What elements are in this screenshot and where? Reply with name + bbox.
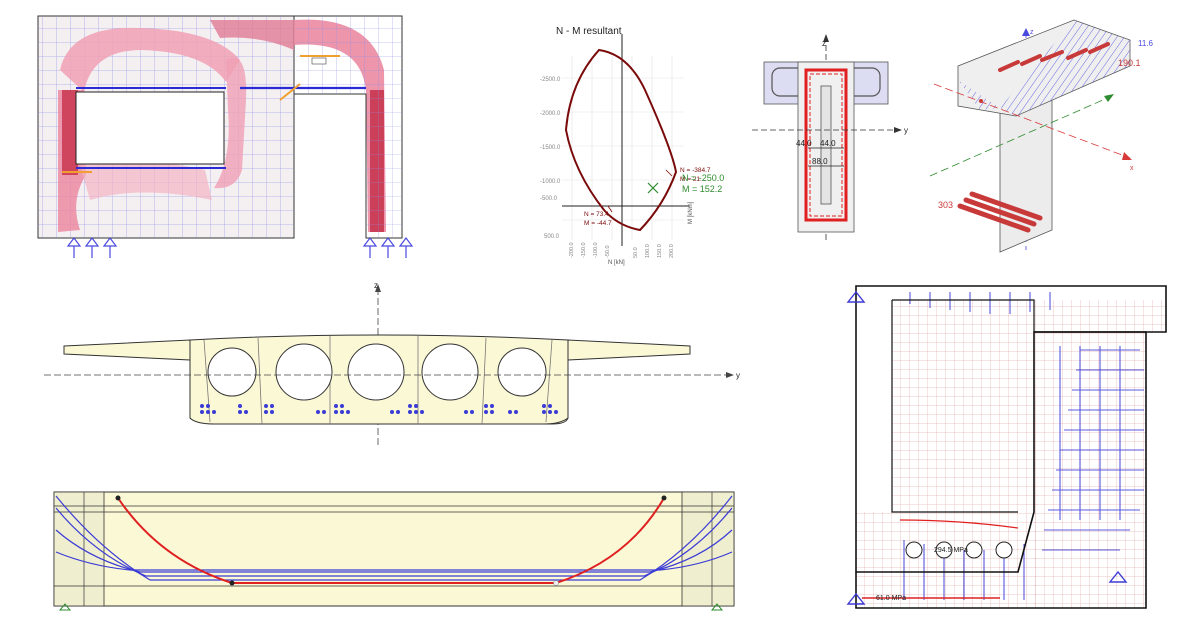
top-rebars (998, 42, 1110, 72)
support-triangle-icon (846, 290, 1128, 605)
design-m-label: M = 152.2 (682, 184, 722, 194)
x-tick: 150.0 (657, 244, 663, 258)
x-tick: 50.0 (633, 247, 639, 258)
beam-elevation-panel (53, 491, 735, 611)
z-axis-label: z (822, 39, 826, 48)
deck-z-label: z (374, 281, 378, 290)
bottom-rebars (957, 191, 1043, 233)
design-n-label: N = -250.0 (682, 173, 724, 183)
y-tick: -2500.0 (540, 77, 561, 83)
stress-bursts (903, 292, 1144, 600)
axis-arrow-icon (894, 127, 902, 133)
z-3d-label: z (1030, 29, 1034, 36)
stress-label-a: 294.5 MPa (934, 547, 968, 554)
beam-outline (53, 491, 735, 607)
prestress-strands (200, 404, 558, 414)
axis-arrow-icon (1022, 28, 1030, 36)
x-tick: 100.0 (645, 244, 651, 258)
lower-n-label: N = 73.4 (584, 211, 609, 218)
x-tick: -50.0 (605, 245, 611, 258)
y-axis-label: y (904, 126, 908, 135)
girder-3d-panel: z x 11.6 190.1 303 (929, 19, 1154, 253)
deck-section-panel: z y (44, 281, 740, 446)
axis-arrow-icon (726, 372, 734, 378)
n-axis-label: N [kN] (608, 260, 625, 266)
cross-section-panel: z y 44.0 44.0 88.0 (752, 34, 908, 240)
value-top: 11.6 (1138, 39, 1154, 48)
corner-outline-top (855, 285, 1167, 573)
load-point-icon (647, 182, 659, 194)
deep-beam-stress-panel (37, 15, 414, 258)
upper-m-label: M = 21... (680, 176, 706, 183)
stress-label-b: 61.0 MPa (876, 595, 906, 602)
nm-title: N - M resultant (556, 26, 622, 37)
nm-interaction-diagram: N - M resultant -2500.0 -2000.0 -1500.0 … (540, 26, 724, 266)
upper-n-label: N = -384.7 (680, 167, 711, 174)
m-axis-label: M [kNm] (688, 201, 694, 224)
void (421, 343, 479, 401)
support-triangle-icon (58, 603, 724, 611)
blue-tendons (55, 495, 733, 581)
void (497, 347, 547, 397)
deck-y-label: y (736, 371, 740, 380)
axis-arrow-icon (375, 284, 381, 292)
y-tick: 500.0 (544, 234, 560, 240)
dim-left: 44.0 (796, 139, 812, 148)
lower-m-label: M = -44.7 (584, 220, 612, 227)
support-triangle-icon (66, 237, 414, 258)
x-tick: -150.0 (581, 242, 587, 258)
void (347, 343, 405, 401)
void (207, 347, 257, 397)
dim-right: 44.0 (820, 139, 836, 148)
void (275, 343, 333, 401)
x-tick: -100.0 (593, 242, 599, 258)
x-3d-label: x (1130, 165, 1134, 172)
interaction-curve (564, 48, 678, 232)
y-tick: -2000.0 (540, 111, 561, 117)
axis-arrow-icon (1122, 152, 1132, 160)
rebar-cage (804, 68, 848, 222)
y-tick: -500.0 (540, 196, 558, 202)
x-tick: 200.0 (669, 244, 675, 258)
corner-stress-panel: 294.5 MPa 61.0 MPa (846, 285, 1167, 609)
value-bottom: 303 (938, 200, 953, 210)
axis-arrow-icon (1104, 94, 1114, 102)
value-mid: 190.1 (1118, 58, 1141, 68)
y-tick: -1000.0 (540, 179, 561, 185)
axis-arrow-icon (823, 34, 829, 42)
dim-total: 88.0 (812, 157, 828, 166)
x-tick: -200.0 (569, 242, 575, 258)
y-tick: -1500.0 (540, 145, 561, 151)
